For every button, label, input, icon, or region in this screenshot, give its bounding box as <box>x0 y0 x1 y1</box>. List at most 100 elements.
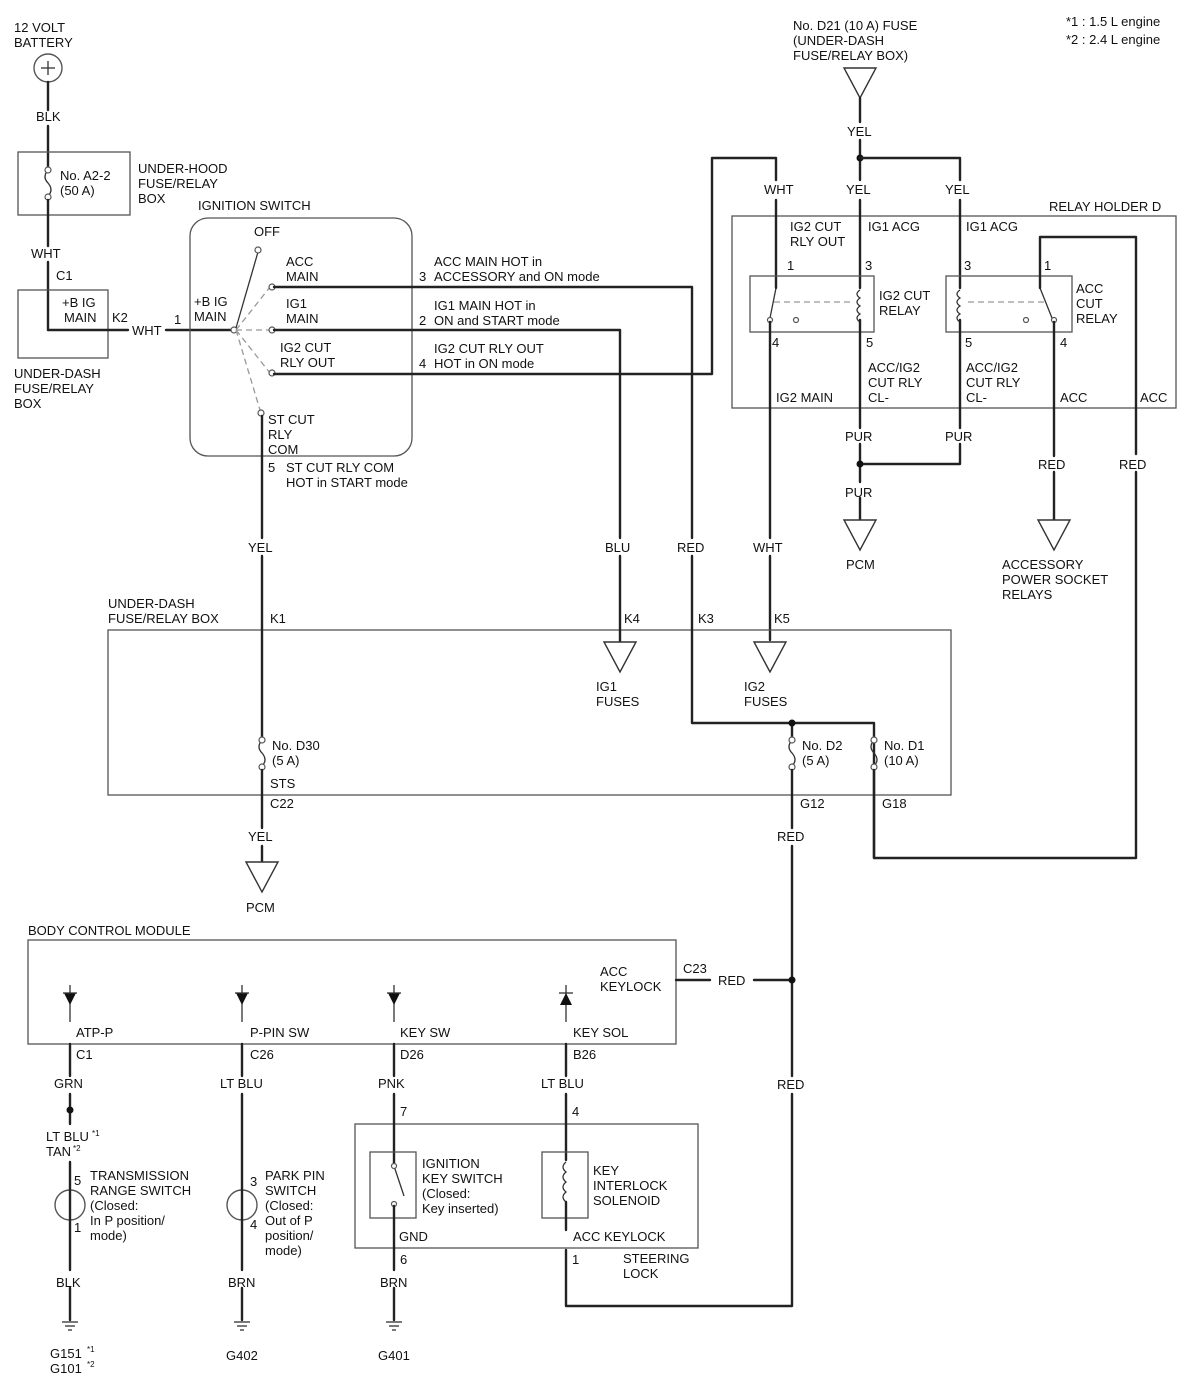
bcm-acc-keylock-1: ACC <box>600 964 627 979</box>
ignition-desc-4-2: HOT in ON mode <box>434 356 534 371</box>
ignition-acc-1: ACC <box>286 254 313 269</box>
ignition-ig2-1: IG2 CUT <box>280 340 331 355</box>
pps-label-5: position/ <box>265 1228 314 1243</box>
ignition-key-switch-contact <box>393 1165 405 1197</box>
conn-c1-top: C1 <box>56 268 73 283</box>
ignition-st-1: ST CUT <box>268 412 315 427</box>
under-dash-small-label-1: UNDER-DASH <box>14 366 101 381</box>
fuse-d21-label-2: (UNDER-DASH <box>793 33 884 48</box>
ig2-relay-pin-1: 1 <box>787 258 794 273</box>
battery-label-1: 12 VOLT <box>14 20 65 35</box>
bcm-ltblu-1: LT BLU <box>220 1076 263 1091</box>
ig1-fuses-connector <box>602 641 638 674</box>
wire-label-yel: YEL <box>248 540 273 555</box>
rh-aps-1: ACCESSORY <box>1002 557 1084 572</box>
pps-label-6: mode) <box>265 1243 302 1258</box>
sl-acckeylock: ACC KEYLOCK <box>573 1229 666 1244</box>
iks-label-4: Key inserted) <box>422 1201 499 1216</box>
ud-g12: G12 <box>800 796 825 811</box>
ignition-desc-3-1: ACC MAIN HOT in <box>434 254 542 269</box>
rh-cl1-2: CUT RLY <box>868 375 923 390</box>
ig2-relay-pin-4: 4 <box>772 335 779 350</box>
ignition-desc-5-2: HOT in START mode <box>286 475 408 490</box>
trs-label-1: TRANSMISSION <box>90 1168 189 1183</box>
wire-acc-main-red <box>272 285 694 540</box>
bcm-diodes <box>63 985 573 1022</box>
ignition-bplus-2: MAIN <box>194 309 227 324</box>
bcm-keysol: KEY SOL <box>573 1025 628 1040</box>
fuse-a2-2-term-top <box>44 166 52 174</box>
relay-holder-title: RELAY HOLDER D <box>1049 199 1161 214</box>
bcm-keysw: KEY SW <box>400 1025 451 1040</box>
rh-cl1-1: ACC/IG2 <box>868 360 920 375</box>
diode-atp <box>64 993 76 1005</box>
ud-ig2f-1: IG2 <box>744 679 765 694</box>
pps-pin-3: 3 <box>250 1174 257 1189</box>
ignition-st-term <box>257 409 265 417</box>
bcm-grn: GRN <box>54 1076 83 1091</box>
iks-label-3: (Closed: <box>422 1186 470 1201</box>
bcm-red-2: RED <box>777 1077 804 1092</box>
wires-into-relay-holder <box>774 198 962 290</box>
bcm-b26: B26 <box>573 1047 596 1062</box>
ud-d1-1: No. D1 <box>884 738 924 753</box>
pps-label-2: SWITCH <box>265 1183 316 1198</box>
fuse-d21-connector <box>842 67 878 100</box>
rh-pcm: PCM <box>846 557 875 572</box>
ignition-acc-2: MAIN <box>286 269 319 284</box>
wire-ig2-cut-rly-out <box>272 156 778 376</box>
ud-d1-2: (10 A) <box>884 753 919 768</box>
ud-yel-below: YEL <box>248 829 273 844</box>
under-dash-small-label-3: BOX <box>14 396 42 411</box>
fuse-a2-2-label-1: No. A2-2 <box>60 168 111 183</box>
rh-acc-1: ACC <box>1060 390 1087 405</box>
fuse-a2-2-symbol <box>44 169 52 197</box>
bcm-atp: ATP-P <box>76 1025 113 1040</box>
rh-ig1acg-2: IG1 ACG <box>966 219 1018 234</box>
acc-relay-name-1: ACC <box>1076 281 1103 296</box>
bplus-ig-label-2: MAIN <box>64 310 97 325</box>
wire-red-d2-bcm <box>564 768 794 1308</box>
fuse-d1-term-top <box>870 736 878 744</box>
rh-ig2cut-label-2: RLY OUT <box>790 234 845 249</box>
wire-pur-2 <box>858 318 962 466</box>
ground-g151-icon <box>62 1321 78 1331</box>
acc-relay-pin-4: 4 <box>1060 335 1067 350</box>
ignition-desc-2-2: ON and START mode <box>434 313 560 328</box>
ud-sts: STS <box>270 776 296 791</box>
rh-ig2main: IG2 MAIN <box>776 390 833 405</box>
ground-g402-icon <box>234 1321 250 1331</box>
ignition-desc-4-1: IG2 CUT RLY OUT <box>434 341 544 356</box>
ud-d30-1: No. D30 <box>272 738 320 753</box>
trs-g2-sup: *2 <box>87 1360 95 1369</box>
ignition-off: OFF <box>254 224 280 239</box>
rh-pur-2: PUR <box>945 429 972 444</box>
trs-g1-sup: *1 <box>87 1345 95 1354</box>
ignition-ig1-2: MAIN <box>286 311 319 326</box>
bcm-ltblu-2: LT BLU <box>541 1076 584 1091</box>
sl-pin-4: 4 <box>572 1104 579 1119</box>
acc-relay-pin-1: 1 <box>1044 258 1051 273</box>
diode-keysw <box>388 993 400 1005</box>
ignition-pin-3: 3 <box>419 269 426 284</box>
relay-holder-box <box>731 215 1177 409</box>
sl-brn: BRN <box>380 1275 407 1290</box>
rh-cl2-3: CL- <box>966 390 987 405</box>
splice-d2-d1 <box>788 719 796 727</box>
ignition-ig2-2: RLY OUT <box>280 355 335 370</box>
rh-wire-wht: WHT <box>764 182 794 197</box>
ud-c22: C22 <box>270 796 294 811</box>
ignition-bplus-1: +B IG <box>194 294 228 309</box>
pcm-connector-bottom <box>244 861 280 894</box>
kis-label-1: KEY <box>593 1163 619 1178</box>
ig2-relay-pin-3: 3 <box>865 258 872 273</box>
under-hood-label-1: UNDER-HOOD <box>138 161 228 176</box>
wire-label-blu: BLU <box>605 540 630 555</box>
fuse-d30-term-top <box>258 736 266 744</box>
diode-keysol <box>560 993 572 1005</box>
ig2-relay-coil <box>856 289 862 323</box>
rh-wire-yel-1: YEL <box>846 182 871 197</box>
ignition-desc-3-2: ACCESSORY and ON mode <box>434 269 600 284</box>
conn-k2: K2 <box>112 310 128 325</box>
bcm-d26: D26 <box>400 1047 424 1062</box>
